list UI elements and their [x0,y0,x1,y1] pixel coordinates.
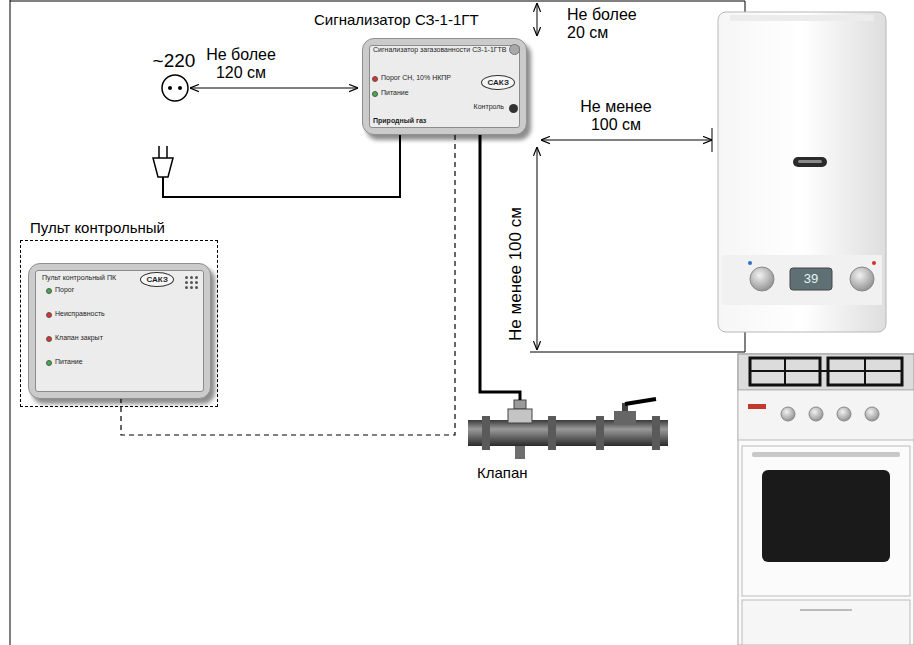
socket-hole [168,86,172,90]
indicator-caption: Питание [55,358,83,366]
cold-mark [748,261,752,265]
extension-line [712,128,713,152]
speaker-hole [190,286,193,289]
speaker-hole [195,281,198,284]
indicator-led [372,91,378,97]
device-model: Сигнализатор загазованности СЗ-1-1ГТВ [373,46,507,54]
speaker-hole [190,276,193,279]
stove-drawer [742,600,910,645]
extension-line [530,352,745,353]
border-line [10,0,11,645]
pipe-coupling [596,416,604,450]
valve-cap [514,400,526,409]
heater-panel [722,255,882,305]
oven-door [742,446,910,596]
heater-window-glow [798,160,822,163]
gas-pipe [468,420,668,446]
dimension-label: Не менее 100 см [574,98,658,134]
indicator-caption: Клапан закрыт [55,334,103,342]
heater-knob [850,267,874,291]
stove-body [738,354,914,645]
heater-body [718,12,886,332]
stove-hob [738,354,914,390]
voltage-label: ~220 [148,50,200,72]
power-cord [163,135,400,197]
indicator-led [46,360,52,366]
plug-pin [166,146,168,158]
water-heater [718,12,886,332]
gas-pipe-with-valve [468,399,668,459]
dimension-lines [190,3,745,352]
indicator-led [46,312,52,318]
plug-body [153,158,173,177]
heater-display [790,268,832,290]
power-socket: ~220 [148,50,200,190]
indicator-led [46,288,52,294]
stove-knob [809,407,823,421]
stove-control-panel [738,390,914,440]
indicator-caption: Порог СН, 10% НКПР [381,74,451,82]
socket-hole [178,86,182,90]
dimension-arrow [541,140,712,141]
valve-coil [508,409,532,423]
heater-top [730,15,874,21]
control-panel-frame: Пульт контрольныйПульт контрольный ПКПор… [20,240,218,407]
dimension-label: Не более 20 см [567,6,641,42]
panel-model: Пульт контрольный ПК [42,274,116,282]
dimension-arrow [537,147,538,350]
indicator-caption: Порог [55,286,74,294]
dimension-label: Не более 120 см [198,46,284,82]
indicator-led [46,336,52,342]
tap-body [614,411,636,425]
drawer-handle [800,609,852,611]
heater-knob [750,267,774,291]
test-button [509,104,518,113]
valve: Клапан [470,400,550,486]
speaker-hole [195,276,198,279]
speaker-hole [185,281,188,284]
oven-handle [752,452,900,457]
speaker-hole [190,281,193,284]
indicator-caption: Питание [381,89,409,97]
gas-stove [738,354,914,645]
plug-cord [162,177,164,190]
oven-window [762,470,890,562]
valve-label: Клапан [477,464,528,481]
tap-handle [625,399,656,404]
socket-symbol [162,75,188,101]
border-line [10,1,745,2]
gas-type: Природный газ [373,117,426,125]
stove-grate [750,370,902,372]
stove-knob [865,407,879,421]
control-panel: Пульт контрольный ПК ПорогНеисправностьКл… [28,263,211,399]
dimension-arrow [537,3,538,36]
socket-and-plug [153,75,188,190]
speaker-hole [185,286,188,289]
indicator-caption: Неисправность [55,310,105,318]
hot-mark [872,261,876,265]
pipe-coupling [548,416,556,450]
dimension-arrow [190,88,358,89]
indicator-led [372,76,378,82]
plug-pin [158,146,160,158]
button-caption: Контроль [474,103,504,111]
stove-knob [837,407,851,421]
valve-stub [515,446,525,459]
frame-heading: Пульт контрольный [30,219,165,236]
sensor-window [509,44,520,55]
detector-unit: Сигнализатор СЗ-1-1ГТСигнализатор загазо… [362,38,527,135]
stove-knob [781,407,795,421]
speaker-hole [185,276,188,279]
page-border [10,0,745,645]
display-digits: 39 [790,271,832,286]
stove-logo [748,404,766,409]
pipe-coupling [652,416,660,450]
pipe-coupling [482,416,490,450]
heater-window [793,157,827,167]
device-heading: Сигнализатор СЗ-1-1ГТ [314,11,479,28]
dimension-label: Не менее 100 см [506,207,526,341]
speaker-hole [195,286,198,289]
